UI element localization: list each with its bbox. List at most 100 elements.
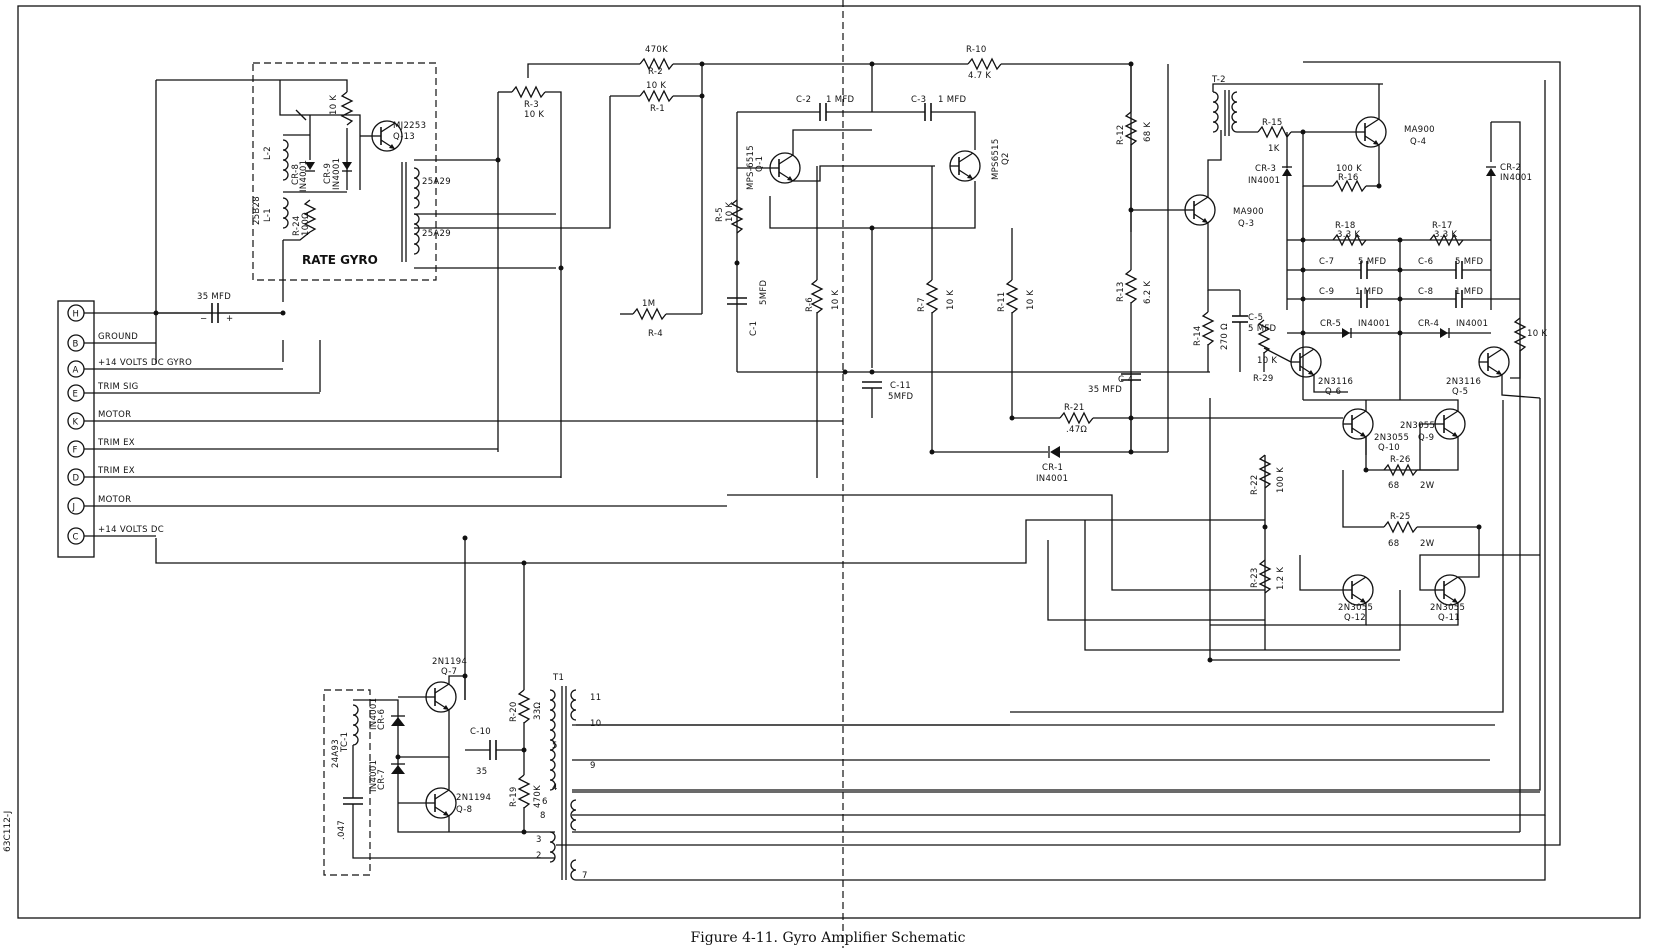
q4-ref: Q-4 (1410, 137, 1426, 147)
q6-transistor (1290, 346, 1322, 378)
c10-ref: C-10 (470, 727, 491, 737)
t1-winding-b (549, 749, 556, 791)
inverter-block (323, 535, 1546, 881)
q13-part: MJ2253 (393, 121, 426, 131)
q3-transistor (1184, 194, 1216, 226)
r11-ref: R-11 (997, 291, 1007, 312)
tc1-part: 24A93 (331, 739, 341, 768)
r1-resistor (639, 89, 674, 103)
r20-value: 33Ω (533, 702, 543, 720)
r6-resistor (810, 279, 824, 314)
r12-ref: R-12 (1116, 124, 1126, 145)
r25-value: 68 (1388, 539, 1399, 549)
q5-ref: Q-5 (1452, 387, 1468, 397)
r2-value: 470K (645, 45, 668, 55)
pin-c-letter: C (73, 533, 79, 543)
cr7-ref: CR-7 (377, 769, 387, 790)
r26-rating: 2W (1420, 481, 1435, 491)
cr9-diode (342, 162, 352, 170)
r14-value: 270 Ω (1220, 323, 1230, 350)
q9-transistor (1434, 408, 1466, 440)
cr9-part: IN4001 (332, 158, 342, 190)
cr4-ref: CR-4 (1418, 319, 1439, 329)
r1-ref: R-1 (650, 104, 665, 114)
t1-secondary-b (570, 799, 577, 831)
coil-upper-label: 25A29 (422, 177, 451, 187)
pin-a-letter: A (73, 366, 79, 376)
r18-resistor (1332, 233, 1367, 247)
cr3-part: IN4001 (1248, 176, 1280, 186)
r6-value: 10 K (831, 290, 841, 310)
r11-resistor (1005, 279, 1019, 314)
t1-pin-label: 10 (590, 719, 601, 729)
c2-ref: C-2 (796, 95, 811, 105)
q4-part: MA900 (1404, 125, 1435, 135)
cr5-part: IN4001 (1358, 319, 1390, 329)
q8-transistor (425, 787, 457, 819)
t1-secondary-a (570, 689, 577, 721)
pin-f-signal-label: TRIM EX (97, 438, 135, 448)
r15-value: 1K (1268, 144, 1280, 154)
q13-ref: Q-13 (393, 132, 415, 142)
t2-ref: T-2 (1211, 75, 1226, 85)
cr1-part: IN4001 (1036, 474, 1068, 484)
c11-value: 5MFD (888, 392, 914, 402)
t1-pin-label: 7 (582, 871, 588, 881)
t1-pin-label: 3 (536, 835, 542, 845)
t1-pin-label: 6 (542, 797, 548, 807)
cr6-part: IN4001 (369, 698, 379, 730)
r5-ref: R-5 (715, 207, 725, 222)
r24-ref: R-24 (292, 215, 302, 236)
c11-ref: C-11 (890, 381, 911, 391)
coil-lower (413, 213, 420, 255)
c8-ref: C-8 (1418, 287, 1433, 297)
r22-resistor (1258, 454, 1272, 489)
t1-pin-label: 5 (552, 741, 558, 751)
c9-ref: C-9 (1319, 287, 1334, 297)
r17-value: 3.3 K (1434, 230, 1457, 240)
t1-pin-label: 4 (552, 783, 558, 793)
c7-ref: C-7 (1319, 257, 1334, 267)
pin-d-signal-label: TRIM EX (97, 466, 135, 476)
q10-ref: Q-10 (1378, 443, 1400, 453)
cr3-ref: CR-3 (1255, 164, 1276, 174)
t1-pin-label: 8 (540, 811, 546, 821)
drawing-border (17, 5, 1641, 919)
cr7-part: IN4001 (369, 760, 379, 792)
q2-part: MPS6515 (991, 138, 1001, 180)
rate-gyro-title: RATE GYRO (302, 253, 378, 267)
q5-transistor (1478, 346, 1510, 378)
r1-value: 10 K (646, 81, 666, 91)
r16-resistor (1332, 179, 1367, 193)
q1-part: MPS-6515 (746, 145, 756, 190)
q9-part: 2N3055 (1400, 421, 1435, 431)
pin-j-letter: J (72, 503, 76, 513)
r25-rating: 2W (1420, 539, 1435, 549)
t1-winding-a (549, 689, 556, 751)
cr8-diode (305, 162, 315, 170)
r10-value: 4.7 K (968, 71, 991, 81)
t1-pin-label: 9 (590, 761, 596, 771)
q9-ref: Q-9 (1418, 433, 1434, 443)
r21-resistor (1059, 411, 1094, 425)
pin-k-letter: K (73, 418, 79, 428)
q11-part: 2N3055 (1430, 603, 1465, 613)
connector-block (57, 300, 95, 558)
q2-transistor (949, 150, 981, 182)
q12-ref: Q-12 (1344, 613, 1366, 623)
q11-ref: Q-11 (1438, 613, 1460, 623)
r2-ref: R-2 (648, 67, 663, 77)
q2-ref: Q2 (1001, 152, 1011, 165)
l-part: 25B28 (252, 196, 262, 225)
r3-value: 10 K (524, 110, 544, 120)
pin-j-circle (67, 497, 85, 515)
r23-ref: R-23 (1250, 567, 1260, 588)
svg-text:−: − (200, 314, 207, 324)
c10-value: 35 (476, 767, 487, 777)
c5-value: 5 MFD (1248, 324, 1277, 334)
c7-value: 5 MFD (1358, 257, 1387, 267)
cr6-ref: CR-6 (377, 709, 387, 730)
